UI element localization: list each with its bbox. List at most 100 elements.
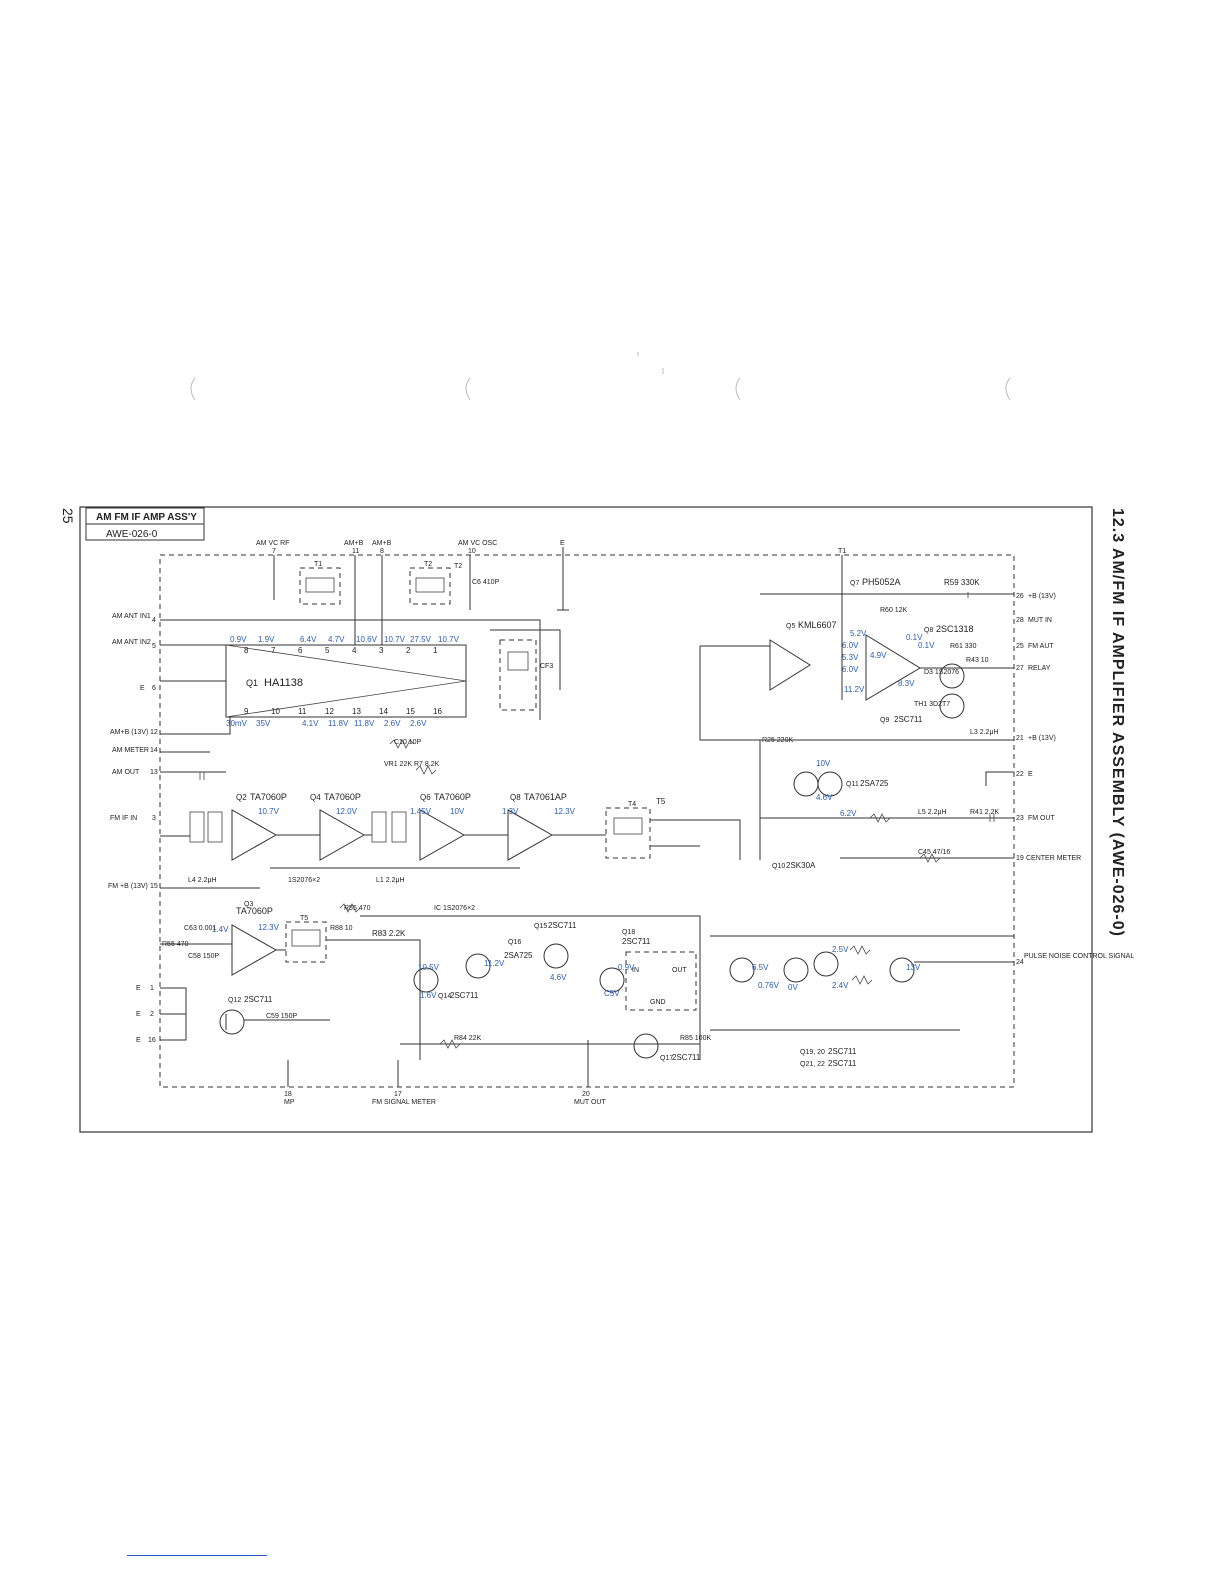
q1920-part: 2SC711 [828,1047,857,1056]
page-number: 25 [60,508,76,524]
r39-label: D3 1S2076 [924,669,959,676]
svg-text:4: 4 [352,646,357,655]
v-30mv: 30mV [226,719,248,728]
v-10-7c: 10.7V [258,807,280,816]
right-terminal-b-26: 26+B (13V) [1016,593,1056,600]
q10-ref: Q10 [772,863,785,870]
v-10b: 10V [816,759,831,768]
v-0-76: 0.76V [758,981,780,990]
r47-label: C45 47/16 [918,849,950,856]
svg-text:7: 7 [271,646,276,655]
v-1-4: 1.4V [212,925,229,934]
q6-ref: Q6 [420,793,431,802]
q16-part: 2SA725 [504,951,533,960]
svg-text:T4: T4 [628,801,636,808]
q2122-part: 2SC711 [828,1059,857,1068]
svg-text:OUT: OUT [672,967,688,974]
v-4-6b: 4.6V [816,793,833,802]
svg-text:+B (13V): +B (13V) [1028,593,1056,600]
svg-text:2: 2 [406,646,411,655]
v-11-8b: 11.8V [354,719,375,728]
svg-text:E: E [136,1037,141,1044]
v-6-0a: 6.0V [842,641,859,650]
q16-ref: Q16 [508,939,521,946]
r43-label: R61 330 [950,643,977,650]
svg-text:11: 11 [352,548,359,555]
svg-text:16: 16 [148,1037,156,1044]
v-c5v: C5V [604,989,620,998]
top-terminal-am-b-8: AM+B 8 [372,540,392,645]
r7-label: VR1 22K [384,761,412,768]
v-5-2: 5.2V [850,629,867,638]
q8b-ref: Q8 [924,627,933,634]
q7-ref: Q7 [850,580,859,587]
svg-text:E: E [136,1011,141,1018]
svg-text:CENTER METER: CENTER METER [1026,855,1081,862]
svg-text:7: 7 [272,548,276,555]
q14-part: 2SC711 [450,991,479,1000]
svg-text:24: 24 [1016,959,1024,966]
v-35: 35V [256,719,271,728]
svg-text:FM IF IN: FM IF IN [110,815,137,822]
top-terminal-am-vc-osc: AM VC OSC 10 [458,540,497,610]
svg-text:11: 11 [298,707,307,716]
q12-ref: Q12 [228,997,241,1004]
v-10-7b: 10.7V [438,635,460,644]
svg-text:E: E [136,985,141,992]
r41-label: L5 2.2μH [918,809,947,816]
v-0-1a: 0.1V [906,633,923,642]
right-terminal-b-21: 21+B (13V) [1016,735,1056,742]
v-10-7a: 10.7V [384,635,406,644]
v-2-6b: 2.6V [410,719,427,728]
r60-label: C63 0.001 [184,925,216,932]
r44-label: R43 10 [966,657,989,664]
left-terminal-am-b: AM+B (13V)12 [110,729,158,736]
top-terminal-e: E [557,540,569,611]
r88-label: R85 100K [680,1035,711,1042]
r35-label: R60 12K [880,607,908,614]
svg-text:10: 10 [468,548,476,555]
c45-label: R41 2.2K [970,809,1000,816]
v-4-6a: 4.6V [550,973,567,982]
svg-text:IN: IN [632,967,639,974]
svg-text:18: 18 [284,1091,292,1098]
q4-ref: Q4 [310,793,321,802]
svg-text:AM OUT: AM OUT [112,769,140,776]
svg-text:3: 3 [379,646,384,655]
svg-text:5: 5 [152,643,156,650]
q15-ref: Q15 [534,923,547,930]
d3-label: R59 330K [944,578,980,587]
diode-pair-label: T5 [656,797,666,806]
q18-part: 2SC711 [622,937,651,946]
v-4-7: 4.7V [328,635,345,644]
v-12-3a: 12.3V [554,807,576,816]
v-12-0: 12.0V [336,807,358,816]
scan-marks [190,352,1011,401]
svg-text:FM AUT: FM AUT [1028,643,1054,650]
svg-text:5: 5 [325,646,330,655]
c10-label: C6 410P [472,579,500,586]
svg-text:22: 22 [1016,771,1024,778]
v-1-45: 1.45V [410,807,432,816]
v-11-2a: 11.2V [484,959,505,968]
c63-label: IC 1S2076×2 [434,905,475,912]
svg-text:15: 15 [406,707,415,716]
q2-part: TA7060P [250,792,287,802]
svg-text:20: 20 [582,1091,590,1098]
q14-ref: Q14 [438,993,451,1000]
svg-text:1: 1 [433,646,438,655]
v-2-4: 2.4V [832,981,849,990]
svg-text:MUT IN: MUT IN [1028,617,1052,624]
section-title: 12.3 AM/FM IF AMPLIFIER ASSEMBLY (AWE-02… [1109,508,1126,937]
box-title: AM FM IF AMP ASS'Y [96,512,197,523]
l2-label: L1 2.2μH [376,877,405,884]
wiring-am: CF3 [160,619,561,720]
svg-text:RELAY: RELAY [1028,665,1051,672]
